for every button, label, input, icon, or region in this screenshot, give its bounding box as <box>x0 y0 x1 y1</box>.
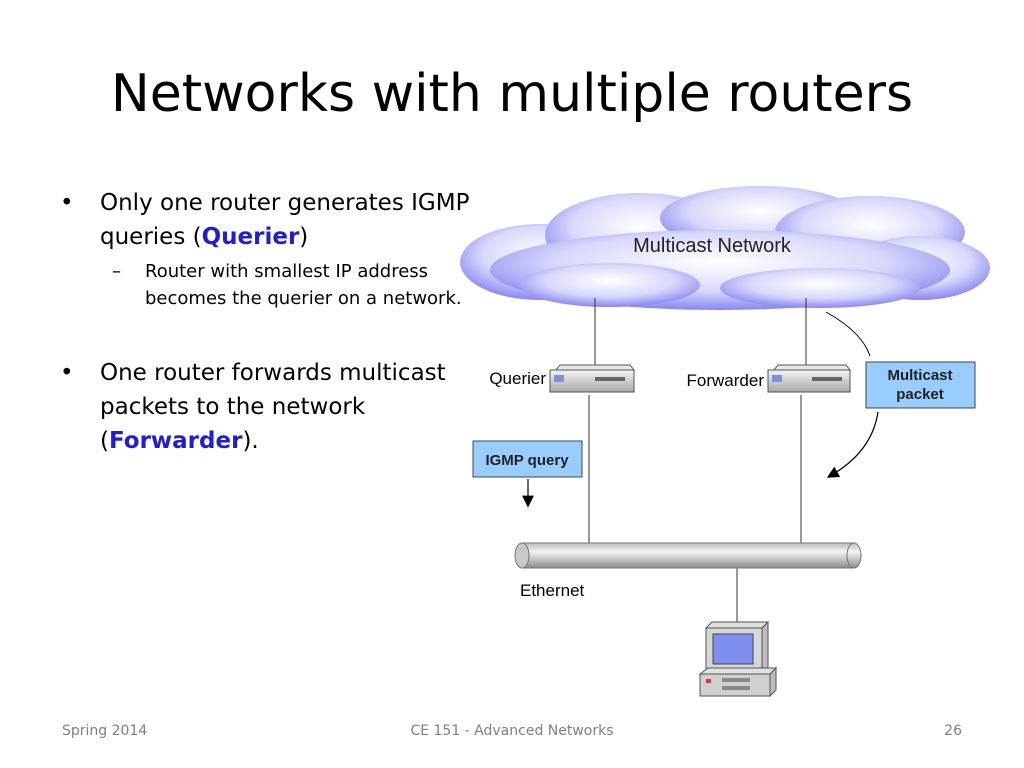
multicast-packet-label-1: Multicast <box>887 367 952 384</box>
bullet-forwarder-close: ). <box>242 428 259 454</box>
igmp-query-box <box>472 440 583 478</box>
network-diagram: Multicast Network Querier Forwarder Mult… <box>460 186 990 698</box>
footer-course: CE 151 - Advanced Networks <box>410 723 614 739</box>
forwarder-router-icon <box>767 364 852 393</box>
multicast-packet-box <box>865 361 976 409</box>
bullet-forwarder: One router forwards multicast packets to… <box>60 356 480 458</box>
multicast-cloud: Multicast Network <box>460 186 990 310</box>
forwarder-label: Forwarder <box>687 371 765 390</box>
multicast-packet-label-2: packet <box>896 386 944 403</box>
cloud-label: Multicast Network <box>633 235 792 257</box>
querier-highlight: Querier <box>201 224 300 250</box>
ethernet-label: Ethernet <box>520 581 585 600</box>
bullet-list: Only one router generates IGMP queries (… <box>60 186 480 458</box>
querier-router-icon <box>549 364 636 393</box>
bullet-querier-close: ) <box>299 224 309 250</box>
arrow-out-curve <box>826 411 879 478</box>
igmp-query-label: IGMP query <box>485 452 569 469</box>
ethernet-pipe-icon <box>514 542 862 569</box>
footer-date: Spring 2014 <box>62 723 148 739</box>
bullet-querier-text: Only one router generates IGMP queries ( <box>100 190 470 250</box>
forwarder-highlight: Forwarder <box>108 428 243 454</box>
querier-label: Querier <box>489 369 546 388</box>
slide-title: Networks with multiple routers <box>110 64 914 124</box>
arrow-in-curve <box>825 311 871 357</box>
bullet-forwarder-text: One router forwards multicast packets to… <box>100 360 446 454</box>
bullet-querier: Only one router generates IGMP queries (… <box>60 186 480 254</box>
computer-icon <box>698 620 778 698</box>
sub-bullet-smallest-ip: Router with smallest IP address becomes … <box>60 258 480 312</box>
footer-page-number: 26 <box>944 723 962 739</box>
